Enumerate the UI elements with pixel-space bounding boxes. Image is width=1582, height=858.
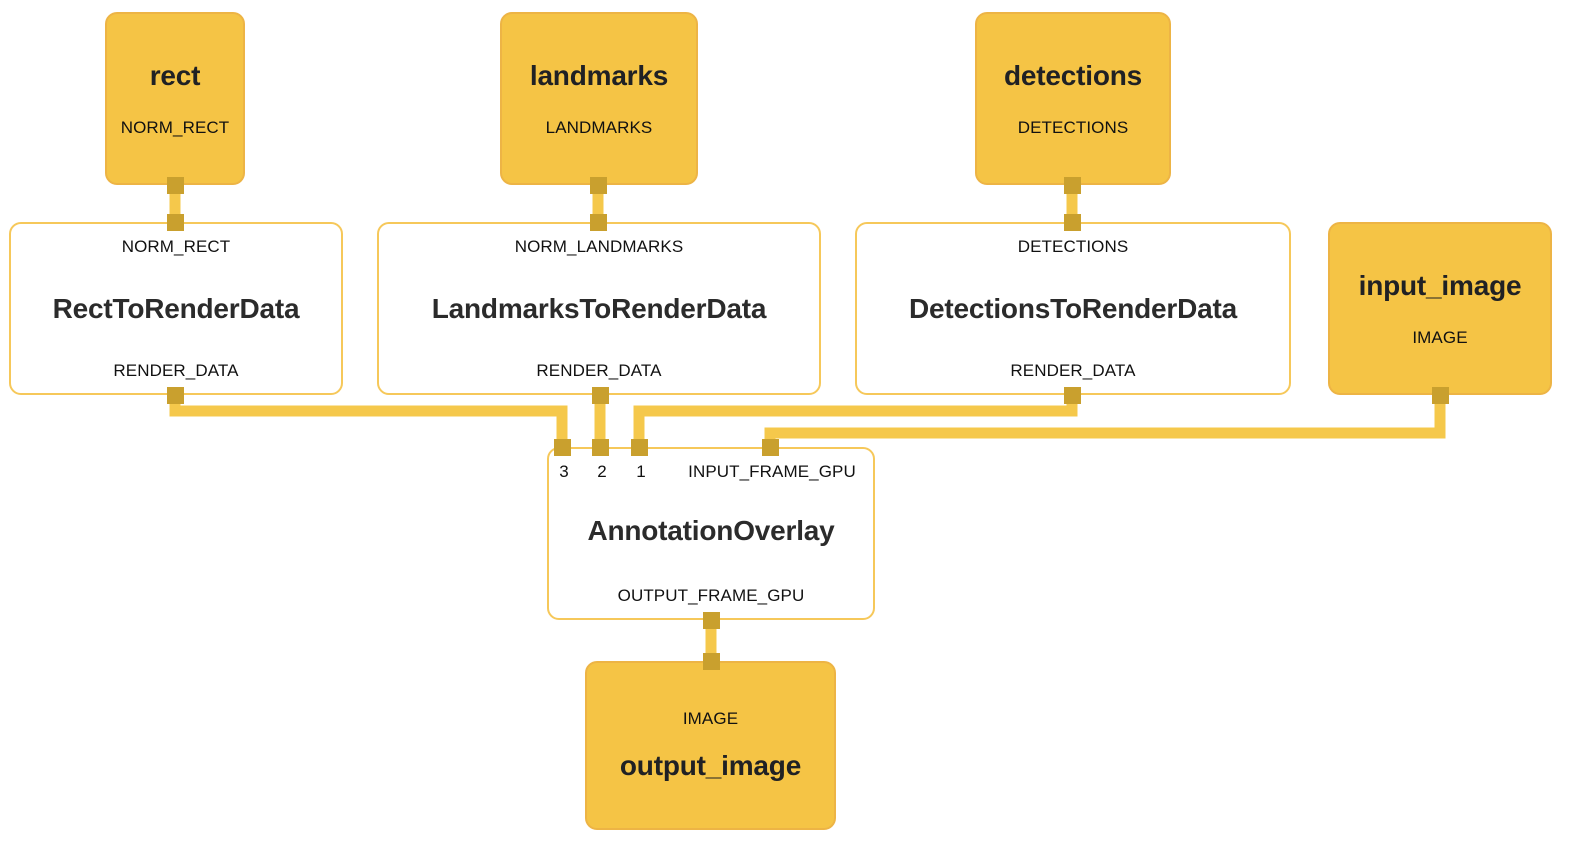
node-title: output_image bbox=[619, 750, 802, 782]
calculator-node-annotation-overlay[interactable]: 3 2 1 INPUT_FRAME_GPU AnnotationOverlay … bbox=[547, 447, 875, 620]
node-title: rect bbox=[149, 60, 201, 92]
port-square-rect-out[interactable] bbox=[167, 177, 184, 194]
stream-node-landmarks[interactable]: landmarks LANDMARKS bbox=[500, 12, 698, 185]
input-port-label-input-frame-gpu: INPUT_FRAME_GPU bbox=[688, 462, 856, 481]
stream-node-output-image[interactable]: IMAGE output_image bbox=[585, 661, 836, 830]
port-square-overlay-in-2[interactable] bbox=[592, 439, 609, 456]
port-square-input-image-out[interactable] bbox=[1432, 387, 1449, 404]
stream-node-detections[interactable]: detections DETECTIONS bbox=[975, 12, 1171, 185]
input-port-label-2: 2 bbox=[597, 462, 607, 481]
port-square-rtrd-out[interactable] bbox=[167, 387, 184, 404]
output-port-label: OUTPUT_FRAME_GPU bbox=[617, 586, 805, 605]
output-port-label: DETECTIONS bbox=[1017, 117, 1129, 137]
port-square-landmarks-out[interactable] bbox=[590, 177, 607, 194]
stream-node-input-image[interactable]: input_image IMAGE bbox=[1328, 222, 1552, 395]
input-port-label: NORM_RECT bbox=[121, 237, 231, 256]
port-square-dtrd-in[interactable] bbox=[1064, 214, 1081, 231]
input-port-label: IMAGE bbox=[682, 709, 739, 729]
port-square-detections-out[interactable] bbox=[1064, 177, 1081, 194]
input-port-label-1: 1 bbox=[636, 462, 646, 481]
node-title: detections bbox=[1003, 60, 1143, 92]
port-square-ltrd-out[interactable] bbox=[592, 387, 609, 404]
output-port-label: RENDER_DATA bbox=[113, 361, 239, 380]
node-title: LandmarksToRenderData bbox=[431, 292, 767, 324]
calculator-node-landmarks-to-render-data[interactable]: NORM_LANDMARKS LandmarksToRenderData REN… bbox=[377, 222, 821, 395]
edge-detections-render-data-to-overlay-1 bbox=[633, 395, 1078, 447]
port-square-output-image-in[interactable] bbox=[703, 653, 720, 670]
input-port-label-3: 3 bbox=[559, 462, 569, 481]
port-square-overlay-in-1[interactable] bbox=[631, 439, 648, 456]
edge-rect-render-data-to-overlay-3 bbox=[169, 395, 568, 447]
port-square-rtrd-in[interactable] bbox=[167, 214, 184, 231]
port-square-overlay-in-3[interactable] bbox=[554, 439, 571, 456]
port-square-overlay-out[interactable] bbox=[703, 612, 720, 629]
input-port-label: DETECTIONS bbox=[1017, 237, 1129, 256]
node-title: RectToRenderData bbox=[52, 292, 300, 324]
node-title: landmarks bbox=[529, 60, 669, 92]
node-title: input_image bbox=[1358, 270, 1522, 302]
output-port-label: RENDER_DATA bbox=[1010, 361, 1136, 380]
output-port-label: NORM_RECT bbox=[120, 117, 230, 137]
node-title: AnnotationOverlay bbox=[587, 515, 835, 547]
input-port-label: NORM_LANDMARKS bbox=[514, 237, 684, 256]
port-square-dtrd-out[interactable] bbox=[1064, 387, 1081, 404]
stream-node-rect[interactable]: rect NORM_RECT bbox=[105, 12, 245, 185]
port-square-overlay-in-frame[interactable] bbox=[762, 439, 779, 456]
calculator-node-rect-to-render-data[interactable]: NORM_RECT RectToRenderData RENDER_DATA bbox=[9, 222, 343, 395]
edge-input-image-to-overlay-input-frame-gpu bbox=[764, 395, 1446, 447]
output-port-label: LANDMARKS bbox=[545, 117, 653, 137]
output-port-label: RENDER_DATA bbox=[536, 361, 662, 380]
output-port-label: IMAGE bbox=[1412, 327, 1468, 347]
port-square-ltrd-in[interactable] bbox=[590, 214, 607, 231]
node-title: DetectionsToRenderData bbox=[908, 292, 1238, 324]
calculator-node-detections-to-render-data[interactable]: DETECTIONS DetectionsToRenderData RENDER… bbox=[855, 222, 1291, 395]
